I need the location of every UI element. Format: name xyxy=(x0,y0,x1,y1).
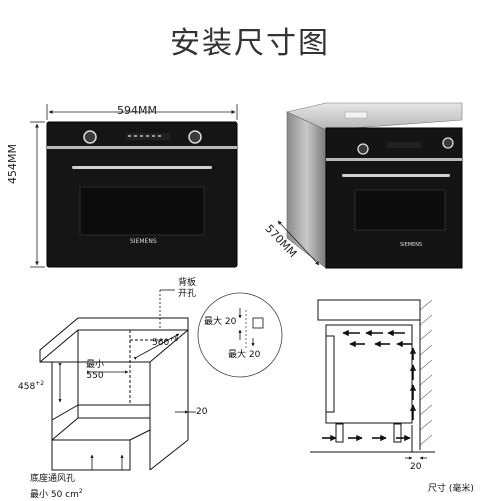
side-brand-label: SIEMENS xyxy=(400,242,423,248)
base-vent-label: 底座通风孔 xyxy=(30,474,76,484)
base-vent-min-label: 最小 50 cm2 xyxy=(30,488,83,500)
front-width-label: 594MM xyxy=(117,104,157,117)
airflow-gap-label: 20 xyxy=(410,462,422,472)
detail-circle xyxy=(197,292,283,378)
page-title: 安装尺寸图 xyxy=(170,26,330,61)
airflow-arrows xyxy=(322,329,417,442)
detail-max-bottom-label: 最大 20 xyxy=(228,350,261,360)
cutout-height-label: 458+2 xyxy=(18,380,45,392)
oven-knob-left xyxy=(83,130,97,144)
back-panel-opening-label: 背板 开孔 xyxy=(178,278,197,299)
airflow-section xyxy=(310,299,435,453)
cutout-depth-label: 560+8 xyxy=(152,336,179,348)
wall-hatch xyxy=(419,299,433,446)
depth-dimension-line xyxy=(277,220,320,266)
front-height-label: 454MM xyxy=(6,144,19,184)
cutout-min-width-label: 最小 550 xyxy=(86,360,105,381)
oven-handle xyxy=(72,166,212,169)
detail-max-top-label: 最大 20 xyxy=(204,317,237,327)
cutout-gap-label: 20 xyxy=(196,407,208,417)
front-oven xyxy=(46,121,238,268)
front-brand-label: SIEMENS xyxy=(130,238,157,245)
side-oven xyxy=(286,102,463,269)
oven-knob-right xyxy=(188,130,202,144)
oven-window xyxy=(79,186,205,236)
unit-note: 尺寸 (毫米) xyxy=(428,484,474,494)
